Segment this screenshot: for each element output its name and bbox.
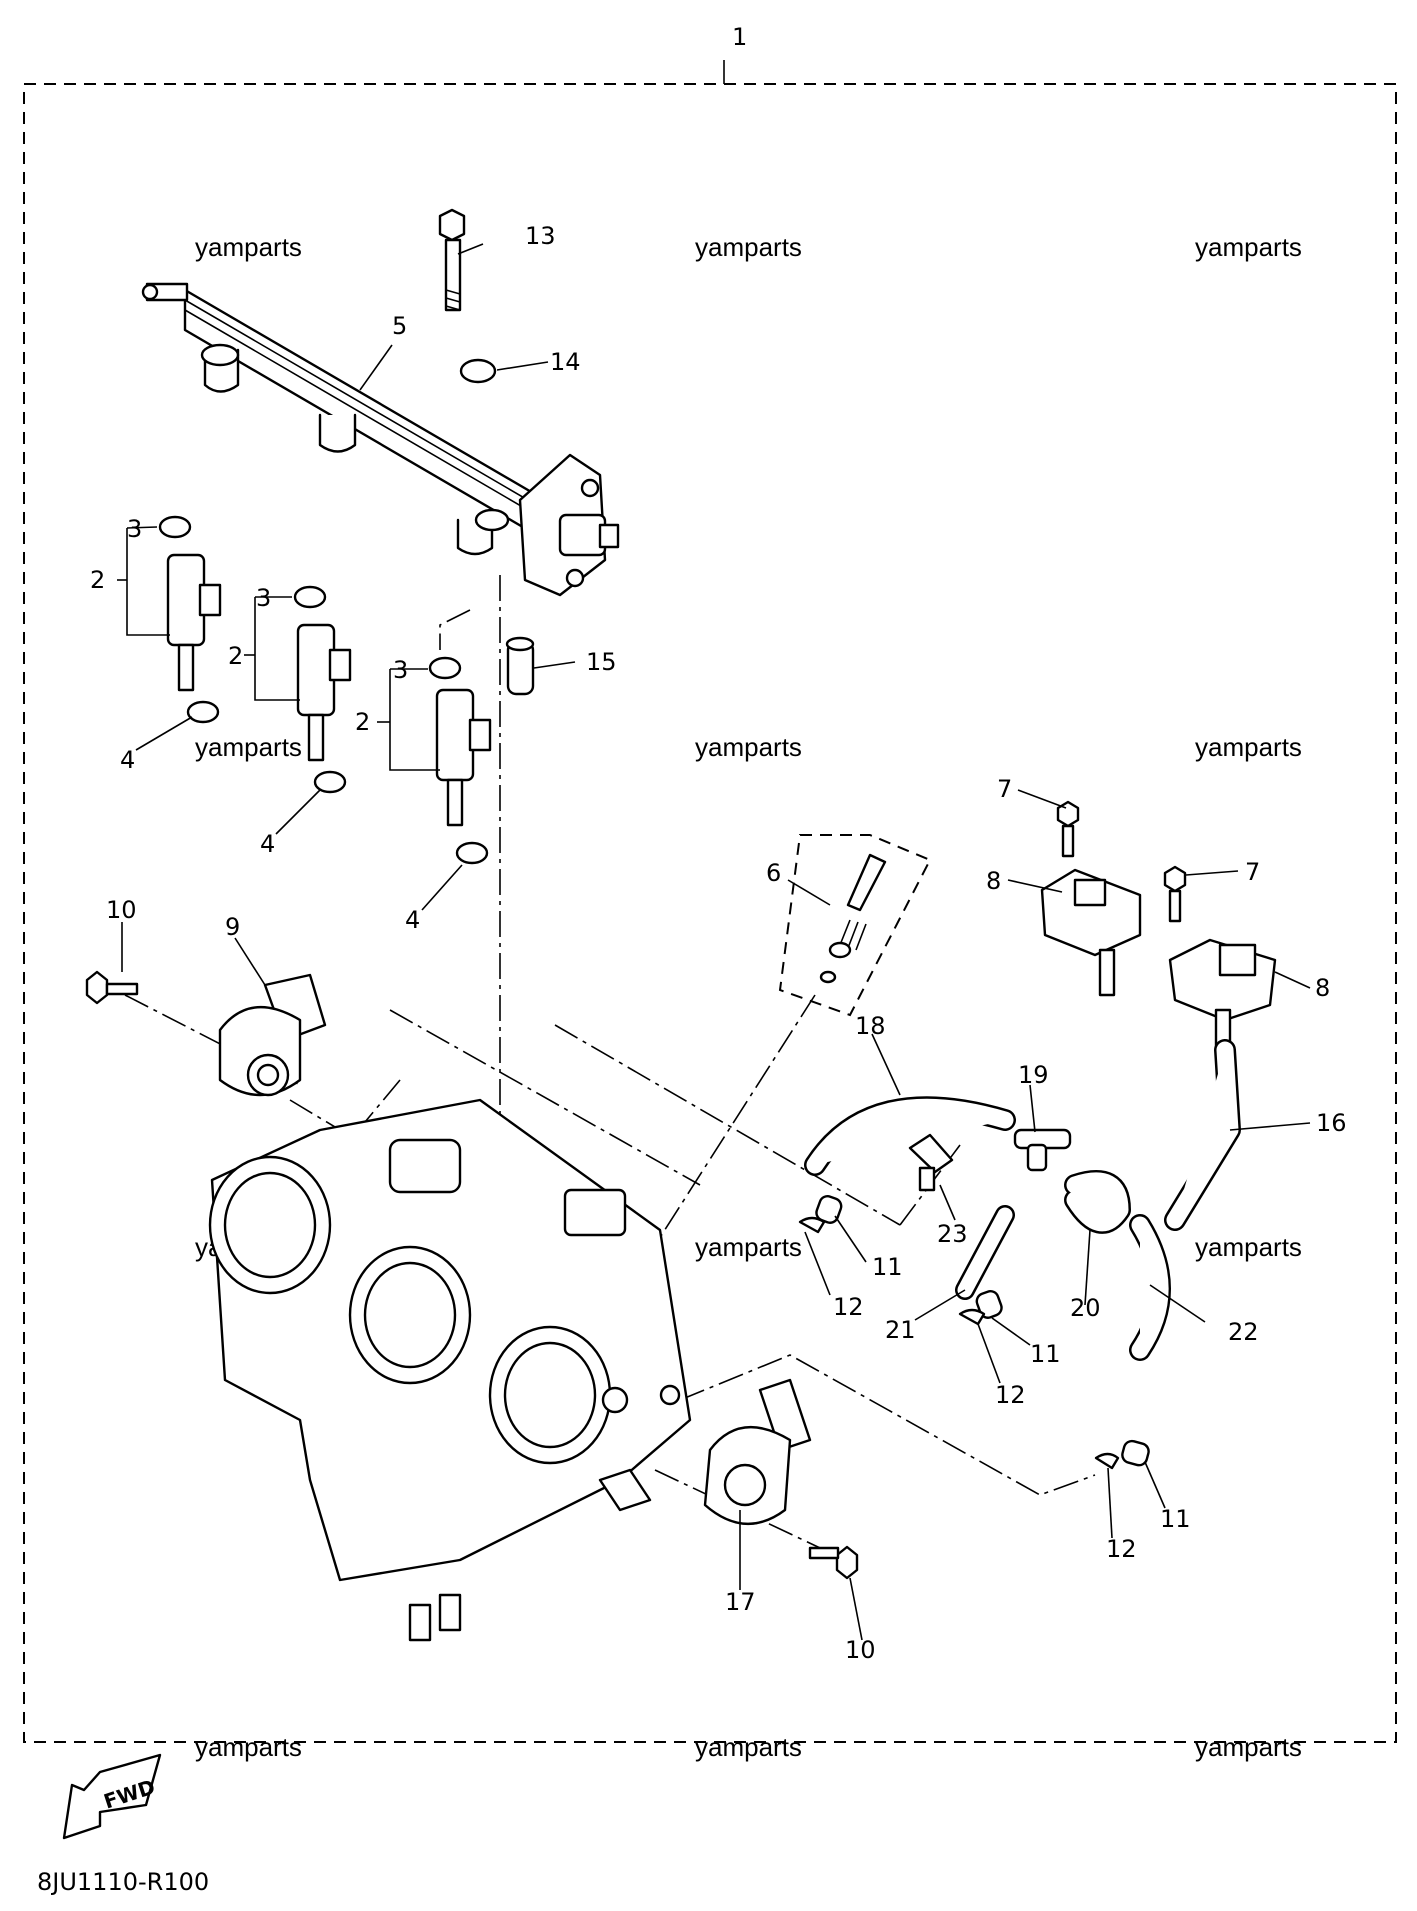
- hose-21-inner: [957, 1207, 1013, 1298]
- throttle-position-sensor-17: [703, 1378, 812, 1525]
- fuel-rail: [141, 282, 620, 597]
- callout-8b: 8: [1315, 974, 1330, 1002]
- callout-numbers: 1 13 5 14 3 2 3 2 15 3 2 4 4 4 6 7 8 7 8…: [90, 23, 1347, 1664]
- watermark: yamparts: [195, 232, 302, 262]
- callout-17: 17: [725, 1588, 756, 1616]
- bolt-7b: [1163, 865, 1187, 923]
- fwd-arrow-icon: FWD: [62, 1753, 162, 1840]
- callout-10a: 10: [106, 896, 137, 924]
- fitting-23: [908, 1133, 954, 1192]
- fuel-injector-3: [428, 656, 492, 865]
- assembly-boundary: [23, 83, 1397, 1743]
- screw-10a: [85, 970, 139, 1005]
- callout-4a: 4: [120, 746, 135, 774]
- cap-11c: [1121, 1439, 1150, 1467]
- cap-11b: [975, 1290, 1003, 1319]
- watermark: yamparts: [1195, 232, 1302, 262]
- watermark: yamparts: [195, 732, 302, 762]
- fuel-injector-1: [158, 515, 222, 724]
- throttle-position-sensor-9: [218, 973, 327, 1097]
- clip-12a: [798, 1216, 826, 1234]
- callout-7a: 7: [997, 775, 1012, 803]
- callout-23: 23: [937, 1220, 968, 1248]
- bolt-13: [438, 208, 466, 312]
- callout-16: 16: [1316, 1109, 1347, 1137]
- callout-2c: 2: [355, 708, 370, 736]
- callout-6: 6: [766, 859, 781, 887]
- callout-3a: 3: [127, 515, 142, 543]
- screw-10b: [808, 1545, 859, 1580]
- callout-18: 18: [855, 1012, 886, 1040]
- callout-11c: 11: [1160, 1505, 1191, 1533]
- pressure-sensor-8a: [1040, 868, 1142, 997]
- callout-8a: 8: [986, 867, 1001, 895]
- callout-12c: 12: [1106, 1535, 1137, 1563]
- hose-18-inner: [806, 1098, 1014, 1174]
- callout-13: 13: [525, 222, 556, 250]
- fuel-injector-2: [293, 585, 352, 794]
- hose-22-inner: [1131, 1216, 1169, 1359]
- callout-12a: 12: [833, 1293, 864, 1321]
- callout-14: 14: [550, 348, 581, 376]
- watermark: yamparts: [695, 732, 802, 762]
- callout-11a: 11: [872, 1253, 903, 1281]
- callout-3c: 3: [393, 656, 408, 684]
- callout-19: 19: [1018, 1061, 1049, 1089]
- clip-12b: [958, 1308, 986, 1326]
- callout-3b: 3: [256, 584, 271, 612]
- watermark: yamparts: [195, 1732, 302, 1762]
- clip-12c: [1094, 1452, 1120, 1470]
- callout-11b: 11: [1030, 1340, 1061, 1368]
- watermark: yamparts: [695, 232, 802, 262]
- t-joint-19: [1013, 1128, 1072, 1172]
- leader-lines: [117, 243, 1311, 1641]
- bolt-7a: [1056, 800, 1080, 858]
- callout-4b: 4: [260, 830, 275, 858]
- washer-14: [459, 358, 497, 384]
- watermark: yamparts: [695, 1732, 802, 1762]
- hose-20-inner: [1066, 1172, 1129, 1232]
- callout-12b: 12: [995, 1381, 1026, 1409]
- callout-20: 20: [1070, 1294, 1101, 1322]
- collar-15: [505, 636, 535, 696]
- callout-10b: 10: [845, 1636, 876, 1664]
- throttle-body: [208, 1098, 692, 1642]
- callout-9: 9: [225, 913, 240, 941]
- callout-7b: 7: [1245, 858, 1260, 886]
- callout-15: 15: [586, 648, 617, 676]
- callout-2a: 2: [90, 566, 105, 594]
- screw-kit-6: [778, 834, 932, 1017]
- pressure-sensor-8b: [1168, 938, 1277, 1057]
- watermark: yamparts: [695, 1232, 802, 1262]
- callout-22: 22: [1228, 1318, 1259, 1346]
- callout-5: 5: [392, 312, 407, 340]
- watermark: yamparts: [1195, 732, 1302, 762]
- watermark: yamparts: [1195, 1232, 1302, 1262]
- callout-1: 1: [732, 23, 747, 51]
- callout-2b: 2: [228, 642, 243, 670]
- callout-4c: 4: [405, 906, 420, 934]
- figure-code: 8JU1110-R100: [37, 1868, 209, 1896]
- callout-21: 21: [885, 1316, 916, 1344]
- watermark: yamparts: [1195, 1732, 1302, 1762]
